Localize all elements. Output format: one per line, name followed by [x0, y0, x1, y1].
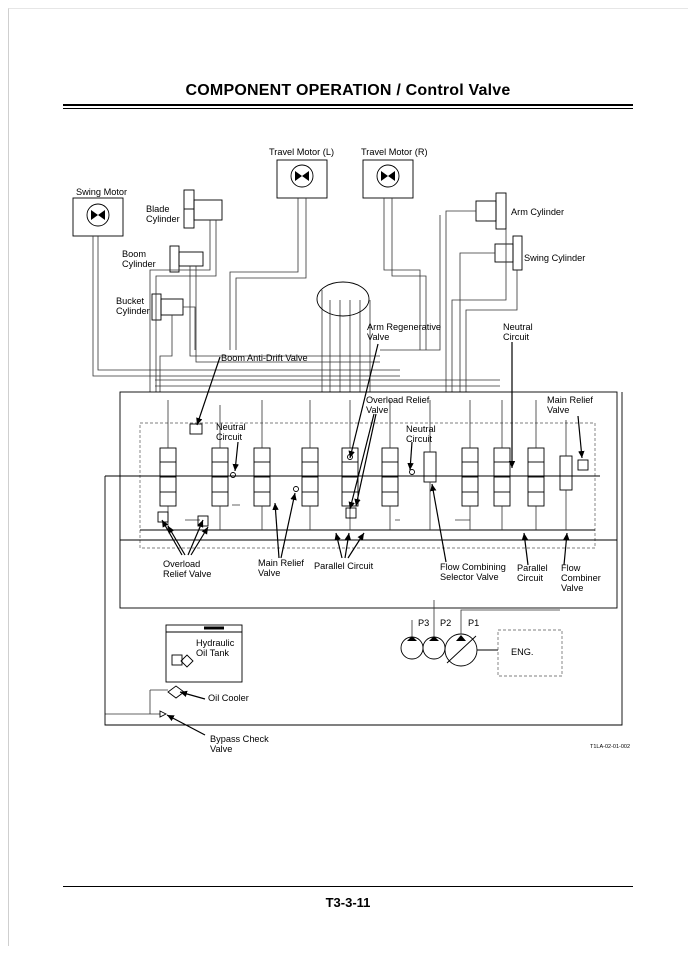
- arm-cylinder: [475, 192, 507, 230]
- boom-cylinder: [169, 245, 204, 273]
- engine-box: [497, 629, 563, 677]
- label-neutral-circuit-right-2: Circuit: [503, 332, 529, 342]
- leader-arrows: [161, 342, 585, 736]
- label-travel-motor-left: Travel Motor (L): [269, 147, 334, 157]
- figure-id: T1LA-02-01-002: [590, 744, 630, 750]
- label-flow-combiner-3: Valve: [561, 583, 583, 593]
- travel-motor-left: [276, 159, 328, 199]
- label-swing-motor: Swing Motor: [76, 187, 127, 197]
- label-overload-relief-bottom-1: Overload: [163, 559, 200, 569]
- valve-spools: [159, 447, 573, 507]
- label-flow-combiner-1: Flow: [561, 563, 581, 573]
- label-bucket-cylinder-2: Cylinder: [116, 306, 150, 316]
- page-number: T3-3-11: [325, 895, 371, 910]
- label-arm-cylinder: Arm Cylinder: [511, 207, 564, 217]
- label-boom-cylinder-2: Cylinder: [122, 259, 156, 269]
- spool-8: [461, 447, 479, 507]
- spool-7: [423, 451, 437, 483]
- header-rule-thin: [63, 108, 633, 109]
- label-neutral-circuit-mid-2: Circuit: [406, 434, 432, 444]
- label-swing-cylinder: Swing Cylinder: [524, 253, 585, 263]
- label-travel-motor-right: Travel Motor (R): [361, 147, 428, 157]
- footer-rule: [63, 886, 633, 887]
- spool-6: [381, 447, 399, 507]
- label-flow-combiner-2: Combiner: [561, 573, 601, 583]
- label-parallel-circuit-right-1: Parallel: [517, 563, 548, 573]
- bucket-cylinder: [151, 293, 184, 321]
- label-main-relief-bottom-2: Valve: [258, 568, 280, 578]
- spool-4: [301, 447, 319, 507]
- swing-motor: [72, 197, 124, 237]
- label-hydraulic-oil-tank-2: Oil Tank: [196, 648, 229, 658]
- label-main-relief-top-2: Valve: [547, 405, 569, 415]
- page-frame: [8, 8, 688, 946]
- label-boom-cylinder-1: Boom: [122, 249, 146, 259]
- label-blade-cylinder-1: Blade: [146, 204, 170, 214]
- spool-3: [253, 447, 271, 507]
- label-flow-combining-1: Flow Combining: [440, 562, 506, 572]
- highlight-ellipse: [316, 281, 370, 317]
- bypass-check-symbol: [159, 710, 168, 718]
- spool-2: [211, 447, 229, 507]
- label-blade-cylinder-2: Cylinder: [146, 214, 180, 224]
- label-bypass-check-1: Bypass Check: [210, 734, 269, 744]
- travel-motor-right: [362, 159, 414, 199]
- label-pump-p3: P3: [418, 618, 429, 628]
- spool-1: [159, 447, 177, 507]
- label-parallel-circuit-right-2: Circuit: [517, 573, 543, 583]
- label-bucket-cylinder-1: Bucket: [116, 296, 145, 306]
- spool-10: [527, 447, 545, 507]
- header-rule: [63, 104, 633, 106]
- label-main-relief-bottom-1: Main Relief: [258, 558, 304, 568]
- label-boom-anti-drift-valve: Boom Anti-Drift Valve: [221, 353, 308, 363]
- return-line: [104, 392, 623, 726]
- control-valve-body: [105, 391, 618, 609]
- page-title: COMPONENT OPERATION / Control Valve: [185, 82, 511, 99]
- spool-11: [559, 455, 573, 491]
- label-parallel-circuit-mid: Parallel Circuit: [314, 561, 374, 571]
- oil-cooler-symbol: [105, 685, 185, 715]
- label-neutral-circuit-mid-1: Neutral: [406, 424, 436, 434]
- label-arm-regenerative-1: Arm Regenerative: [367, 322, 441, 332]
- label-pump-p1: P1: [468, 618, 479, 628]
- label-main-relief-top-1: Main Relief: [547, 395, 593, 405]
- swing-cylinder: [494, 235, 523, 271]
- label-engine: ENG.: [511, 647, 533, 657]
- label-overload-relief-bottom-2: Relief Valve: [163, 569, 211, 579]
- label-neutral-circuit-right-1: Neutral: [503, 322, 533, 332]
- label-flow-combining-2: Selector Valve: [440, 572, 499, 582]
- pump-group: [400, 600, 560, 667]
- label-hydraulic-oil-tank-1: Hydraulic: [196, 638, 235, 648]
- label-overload-relief-top-2: Valve: [366, 405, 388, 415]
- internal-passages: [167, 400, 567, 530]
- label-neutral-circuit-left-2: Circuit: [216, 432, 242, 442]
- label-neutral-circuit-left-1: Neutral: [216, 422, 246, 432]
- label-overload-relief-top-1: Overload Relief: [366, 395, 430, 405]
- spool-9: [493, 447, 511, 507]
- hydraulic-oil-tank: [165, 624, 243, 683]
- label-bypass-check-2: Valve: [210, 744, 232, 754]
- label-oil-cooler: Oil Cooler: [208, 693, 249, 703]
- label-arm-regenerative-2: Valve: [367, 332, 389, 342]
- label-pump-p2: P2: [440, 618, 451, 628]
- blade-cylinder: [183, 189, 223, 229]
